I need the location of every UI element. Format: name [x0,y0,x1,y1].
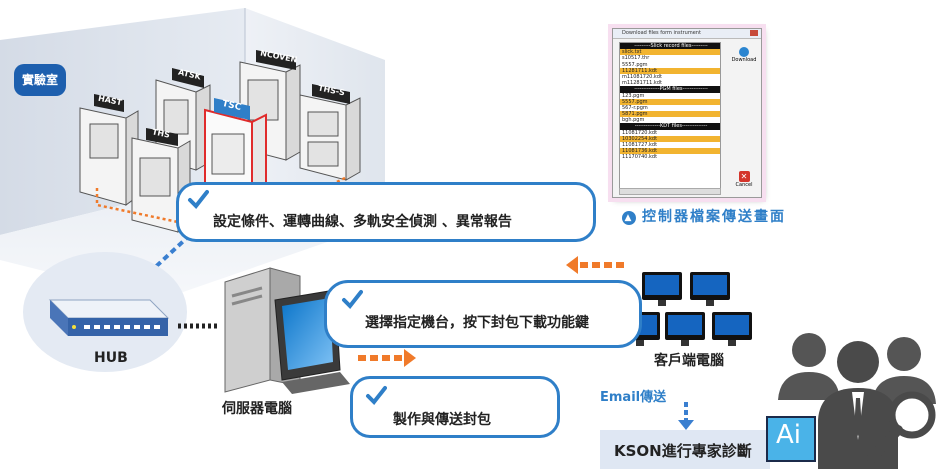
file-list-item[interactable]: 567-r.pgm [622,104,648,111]
callout-package-text: 製作與傳送封包 [393,412,491,428]
server-label: 伺服器電腦 [222,401,292,417]
file-list-item[interactable]: 11281711.kdt [620,67,720,74]
check-icon [188,190,209,210]
callout-select: 選擇指定機台，按下封包下載功能鍵 [324,280,642,348]
kson-box [600,430,770,469]
callout-settings-text: 設定條件、運轉曲線、多軌安全偵測 、異常報告 [213,214,512,230]
file-list-item[interactable]: bgh.pgm [622,117,645,124]
file-list-item[interactable]: s10517.thr [622,55,650,62]
client-label: 客戶端電腦 [654,353,724,369]
file-list-item[interactable]: slick.txt [620,49,720,56]
download-button[interactable]: Download [731,47,757,63]
file-list-item[interactable]: 5557.pgm [622,61,648,68]
file-list-item[interactable]: m11081720.kdt [622,73,662,80]
client-monitors [620,272,752,346]
email-label: Email傳送 [600,390,667,405]
ai-badge [766,416,816,462]
callout-settings: 設定條件、運轉曲線、多軌安全偵測 、異常報告 [176,182,596,242]
download-icon [739,47,749,57]
orange-arrows [358,256,624,367]
cancel-icon: ✕ [738,171,750,182]
dialog-caption: ▲控制器檔案傳送畫面 [622,206,786,226]
file-list[interactable]: ---------Slick record files---------slic… [619,42,721,189]
file-list-item[interactable]: 11081736.kdt [620,148,720,155]
file-list-item[interactable]: m11281711.kdt [622,80,662,87]
chamber-tags [94,50,350,146]
file-list-item[interactable]: 11081727.kdt [622,142,658,148]
file-group-header: --------------PGM files-------------- [620,86,720,93]
email-arrow [678,402,694,430]
callout-package: 製作與傳送封包 [350,376,560,438]
file-list-item[interactable]: 10302254.kdt [620,135,720,142]
cancel-button[interactable]: ✕Cancel [735,171,753,188]
hub-device [23,252,187,372]
ai-label: Ai [776,420,802,450]
callout-select-text: 選擇指定機台，按下封包下載功能鍵 [365,315,589,331]
close-icon[interactable] [750,30,758,36]
file-list-item[interactable]: 11081720.kdt [622,129,658,136]
file-group-header: --------------KDT files-------------- [620,123,720,130]
lab-badge: 實驗室 [14,64,66,96]
caption-arrow-icon: ▲ [622,211,636,225]
horizontal-scrollbar[interactable] [619,188,721,195]
file-list-item[interactable]: 11170740.kdt [622,154,658,161]
hub-label: HUB [94,350,128,366]
file-list-item[interactable]: 123.pgm [622,92,645,99]
file-list-item[interactable]: 5871.pgm [620,111,720,118]
check-icon [366,386,387,406]
kson-label: KSON進行專家診斷 [614,442,752,460]
file-list-item[interactable]: 5557.pgm [620,98,720,105]
experts-icon [778,333,936,469]
dialog-title: Download files form instrument [613,29,761,39]
check-icon [342,290,363,310]
server-computer [224,267,350,394]
file-group-header: ---------Slick record files--------- [620,43,720,50]
download-dialog: Download files form instrument ---------… [612,28,762,198]
